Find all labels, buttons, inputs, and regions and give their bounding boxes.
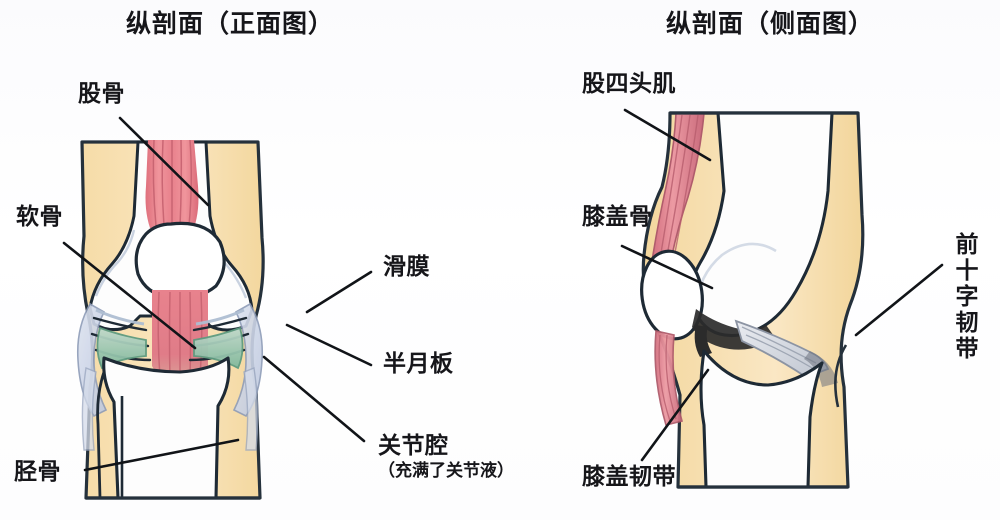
side-view-illustration: [600, 95, 890, 505]
front-view-illustration: [60, 120, 360, 520]
label-patellar-ligament: 膝盖韧带: [582, 464, 676, 490]
label-joint-cavity-note: （充满了关节液）: [378, 461, 514, 482]
label-femur: 股骨: [78, 81, 125, 107]
label-anterior-cruciate-ligament: 前十字韧带: [951, 232, 977, 362]
front-collateral-ligaments: [81, 367, 259, 451]
panel-side-view: 纵剖面（侧面图）: [560, 0, 1000, 520]
front-muscle-upper: [145, 139, 199, 228]
front-tibia: [96, 356, 231, 500]
panel-front-title: 纵剖面（正面图）: [125, 9, 334, 38]
label-synovium: 滑膜: [383, 254, 430, 280]
front-patella: [134, 221, 226, 301]
panel-front-view: 纵剖面（正面图）: [14, 9, 514, 520]
label-joint-cavity: 关节腔 （充满了关节液）: [378, 433, 514, 482]
panel-side-title: 纵剖面（侧面图）: [665, 9, 874, 38]
label-quadriceps: 股四头肌: [582, 71, 676, 97]
label-cartilage: 软骨: [16, 204, 63, 230]
label-patella: 膝盖骨: [582, 204, 653, 230]
label-meniscus: 半月板: [383, 351, 454, 377]
label-tibia: 胫骨: [14, 459, 61, 485]
